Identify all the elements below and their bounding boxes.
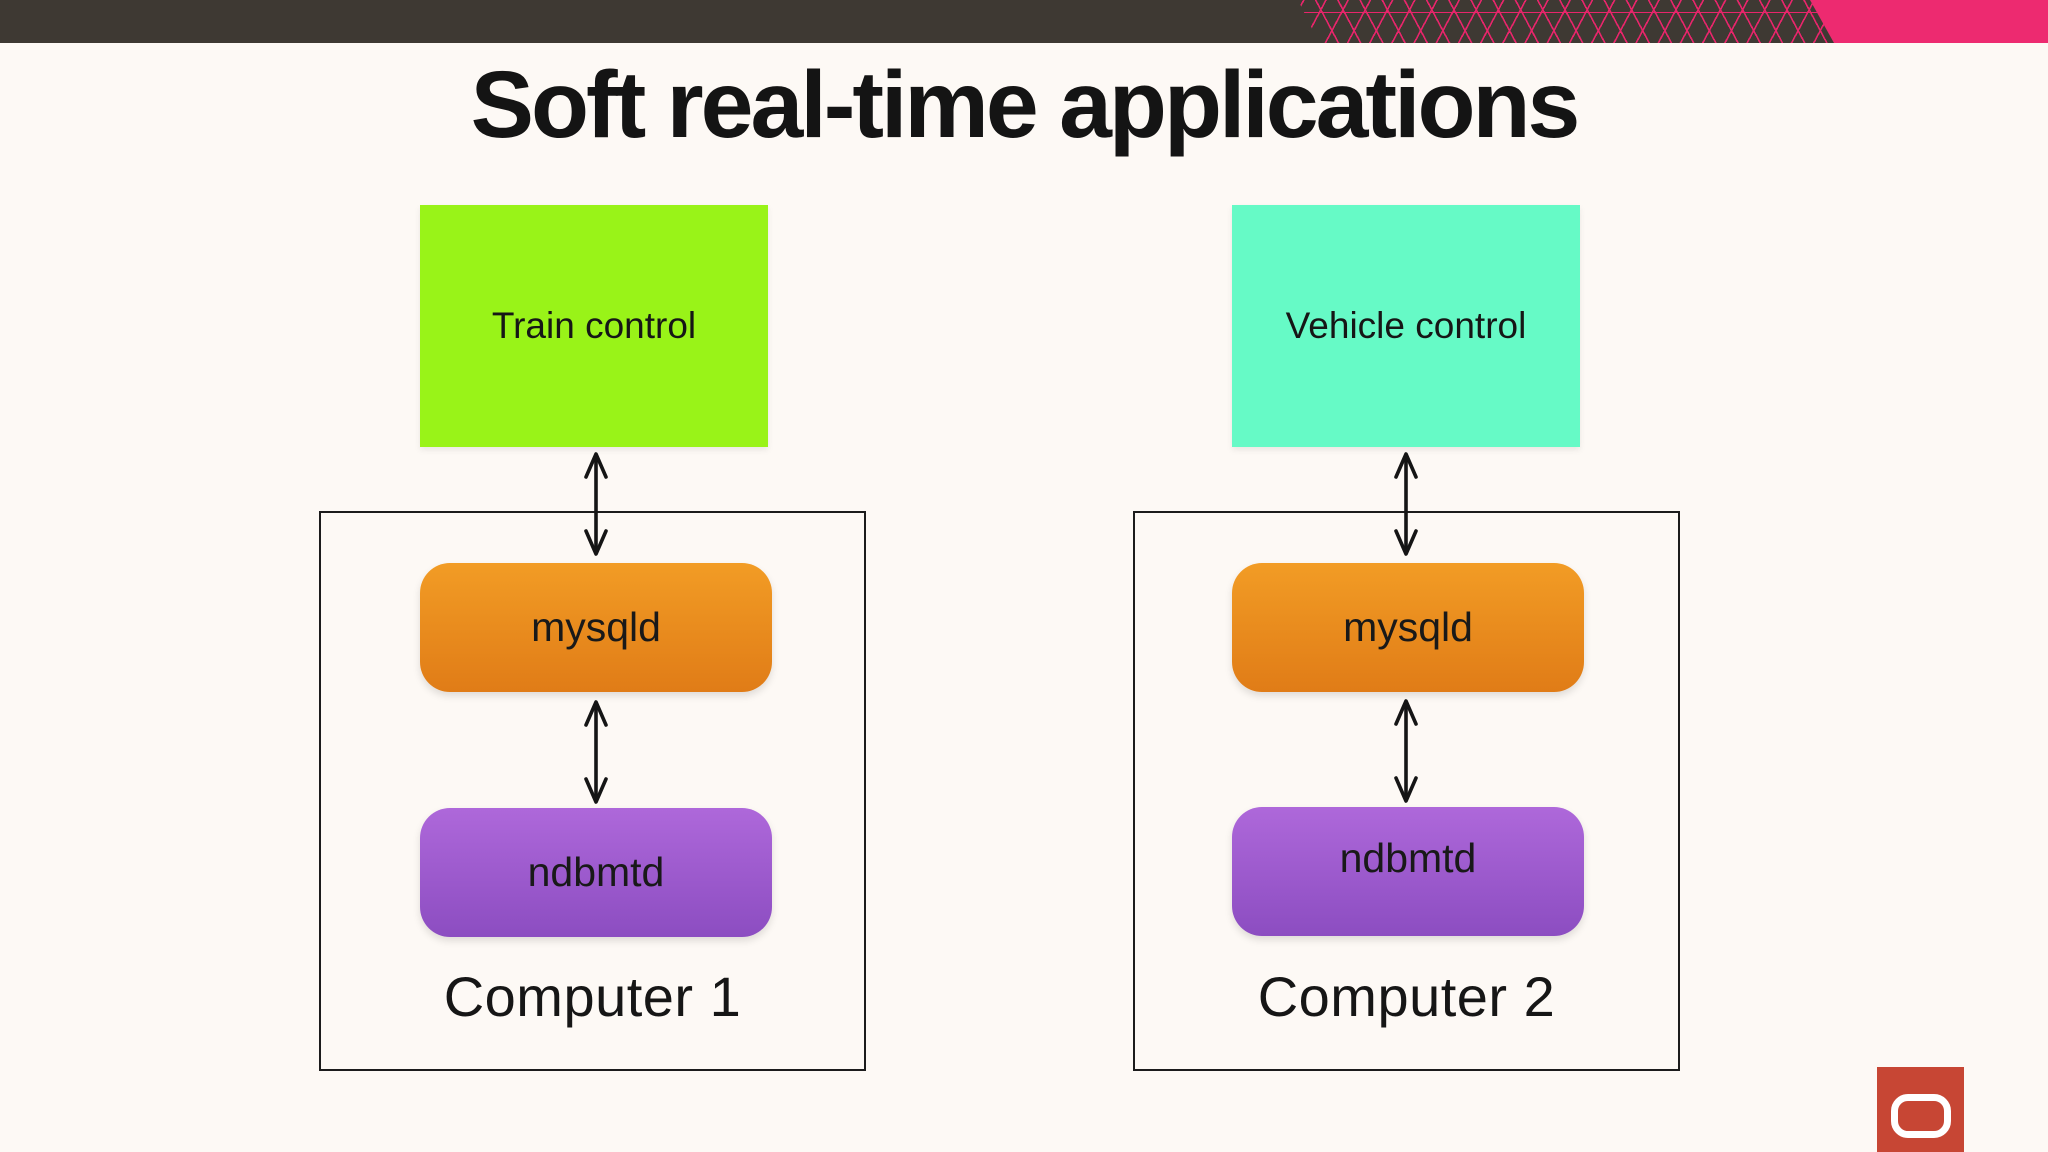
arrow-vehicle-control-mysqld xyxy=(1394,452,1418,556)
slide-title: Soft real-time applications xyxy=(470,52,1581,158)
oracle-logo xyxy=(1877,1067,1964,1152)
node-label: mysqld xyxy=(531,604,661,650)
arrow-train-control-mysqld xyxy=(584,452,608,556)
node-label: ndbmtd xyxy=(527,849,665,895)
node-ndbmtd-computer-1: ndbmtd xyxy=(420,808,772,937)
node-mysqld-computer-1: mysqld xyxy=(420,563,772,692)
header-bar xyxy=(0,0,2048,43)
arrow-mysqld-ndbmtd-computer-2 xyxy=(1394,699,1418,803)
app-box-train-control: Train control xyxy=(420,205,768,447)
node-ndbmtd-computer-2: ndbmtd xyxy=(1232,807,1584,936)
node-mysqld-computer-2: mysqld xyxy=(1232,563,1584,692)
header-bar-pink-accent xyxy=(1810,0,2048,43)
computer-1-label: Computer 1 xyxy=(443,965,742,1028)
arrow-mysqld-ndbmtd-computer-1 xyxy=(584,700,608,804)
node-label: ndbmtd xyxy=(1339,835,1477,881)
node-label: mysqld xyxy=(1343,604,1473,650)
header-bar-lattice-pattern xyxy=(1298,0,1835,43)
computer-2-label: Computer 2 xyxy=(1257,965,1556,1028)
app-box-label: Train control xyxy=(491,305,697,346)
computer-1-group: Computer 1 xyxy=(319,511,866,1071)
app-box-vehicle-control: Vehicle control xyxy=(1232,205,1580,447)
oracle-o-icon xyxy=(1890,1094,1951,1138)
app-box-label: Vehicle control xyxy=(1285,305,1527,346)
